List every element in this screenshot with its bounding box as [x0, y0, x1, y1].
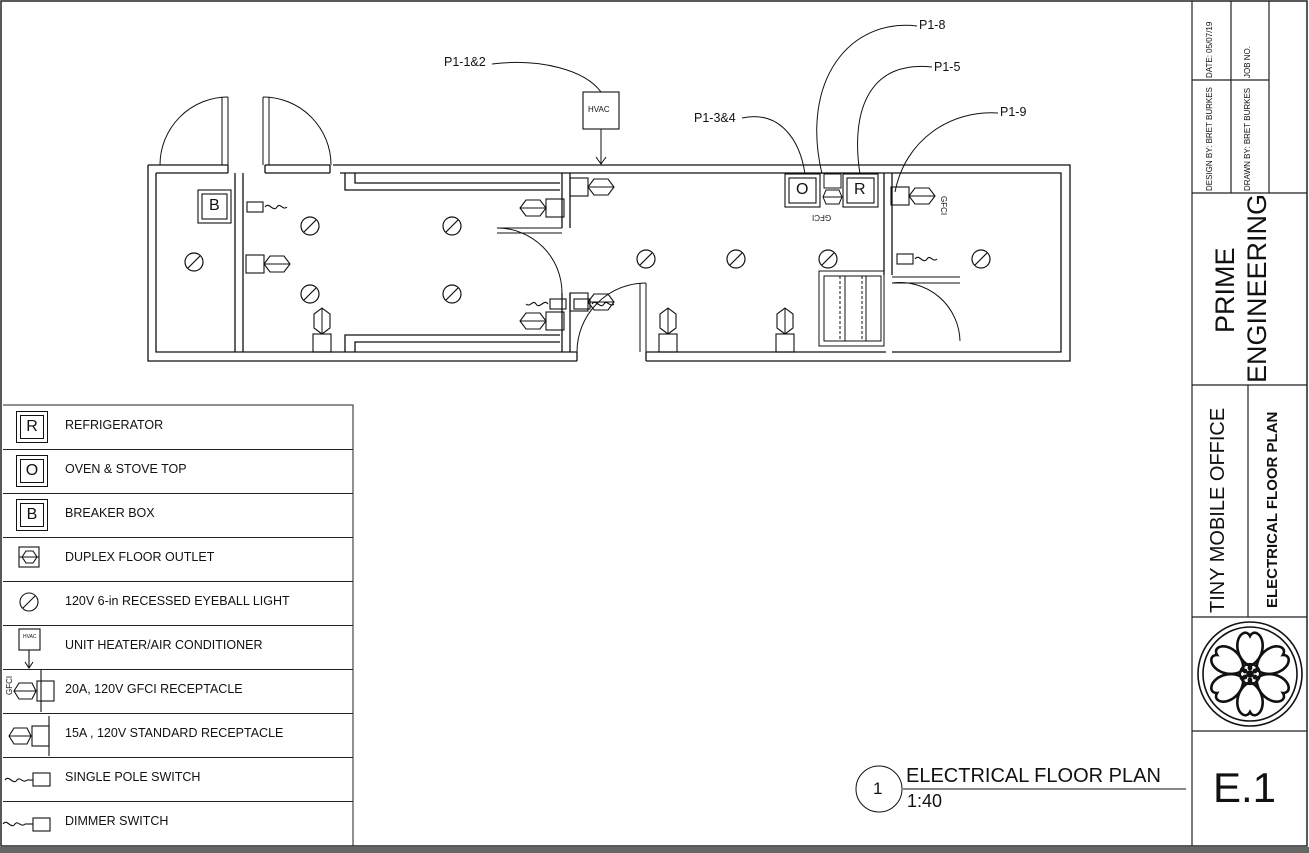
breaker-box-tag: B [209, 197, 220, 214]
circuit-label-p1-9: P1-9 [1000, 105, 1027, 119]
legend-label: DIMMER SWITCH [65, 814, 169, 828]
legend-label: REFRIGERATOR [65, 418, 164, 432]
title-block-drawn-by: DRAWN BY: BRET BURKES [1243, 87, 1252, 191]
recessed-lights [184, 216, 991, 304]
refrigerator [842, 173, 879, 208]
legend-gfci-tag: GFCI [5, 675, 14, 695]
title-block-design-by: DESIGN BY: BRET BURKES [1205, 87, 1214, 191]
breaker-symbol: B [16, 499, 48, 531]
view-scale: 1:40 [907, 791, 943, 811]
sheet-title: ELECTRICAL FLOOR PLAN [1264, 411, 1281, 608]
sheet-number: E.1 [1213, 764, 1277, 811]
circuit-label-p1-3-4: P1-3&4 [694, 111, 736, 125]
circuit-label-p1-8: P1-8 [919, 18, 946, 32]
oven-tag: O [796, 181, 809, 198]
project-name: TINY MOBILE OFFICE [1207, 407, 1229, 613]
legend-label: UNIT HEATER/AIR CONDITIONER [65, 638, 263, 652]
legend-row-oven: O OVEN & STOVE TOP [3, 449, 353, 494]
oven-stove [784, 173, 821, 208]
hvac-tag: HVAC [588, 105, 610, 114]
refrigerator-symbol: R [16, 411, 48, 443]
circuit-label-p1-1-2: P1-1&2 [444, 55, 486, 69]
gfci-tag-kitchen: GFCI [812, 213, 832, 222]
firm-name-line2: ENGINEERING [1242, 193, 1272, 383]
view-name: ELECTRICAL FLOOR PLAN [906, 765, 1161, 787]
legend-row-dimmer-switch: DIMMER SWITCH [3, 801, 353, 845]
circuit-label-p1-5: P1-5 [934, 60, 961, 74]
legend-row-breaker: B BREAKER BOX [3, 493, 353, 538]
legend-label: 15A , 120V STANDARD RECEPTACLE [65, 726, 284, 740]
legend-row-refrigerator: R REFRIGERATOR [3, 405, 353, 450]
legend-symbols [2, 546, 55, 832]
switches [246, 201, 938, 310]
legend-label: 120V 6-in RECESSED EYEBALL LIGHT [65, 594, 290, 608]
breaker-box [197, 189, 232, 224]
title-block-job-no: JOB NO. [1243, 45, 1252, 78]
view-title-graphics [855, 765, 1186, 813]
walls [147, 164, 1071, 362]
legend-table [3, 404, 354, 846]
gfci-tag-bath: GFCI [939, 196, 948, 216]
view-number: 1 [873, 779, 883, 798]
legend-row-recessed-light: 120V 6-in RECESSED EYEBALL LIGHT [3, 581, 353, 626]
home-run-leaders [491, 24, 999, 193]
legend-row-duplex-floor-outlet: DUPLEX FLOOR OUTLET [3, 537, 353, 582]
legend-row-single-pole-switch: SINGLE POLE SWITCH [3, 757, 353, 802]
legend-label: 20A, 120V GFCI RECEPTACLE [65, 682, 243, 696]
shower-enclosure [818, 270, 885, 347]
legend-row-gfci: GFCI 20A, 120V GFCI RECEPTACLE [3, 669, 353, 714]
legend-label: SINGLE POLE SWITCH [65, 770, 201, 784]
oven-symbol: O [16, 455, 48, 487]
title-block-lines [1191, 1, 1307, 846]
legend-label: BREAKER BOX [65, 506, 155, 520]
legend-hvac-tag: HVAC [23, 634, 37, 640]
legend-label: OVEN & STOVE TOP [65, 462, 187, 476]
legend-row-standard-receptacle: 15A , 120V STANDARD RECEPTACLE [3, 713, 353, 758]
legend-label: DUPLEX FLOOR OUTLET [65, 550, 215, 564]
title-block-date: DATE: 05/07/19 [1205, 21, 1214, 78]
firm-name-line1: PRIME [1210, 247, 1240, 333]
legend-row-hvac: HVAC UNIT HEATER/AIR CONDITIONER [3, 625, 353, 670]
refrigerator-tag: R [854, 181, 866, 198]
firm-logo [1197, 621, 1303, 727]
